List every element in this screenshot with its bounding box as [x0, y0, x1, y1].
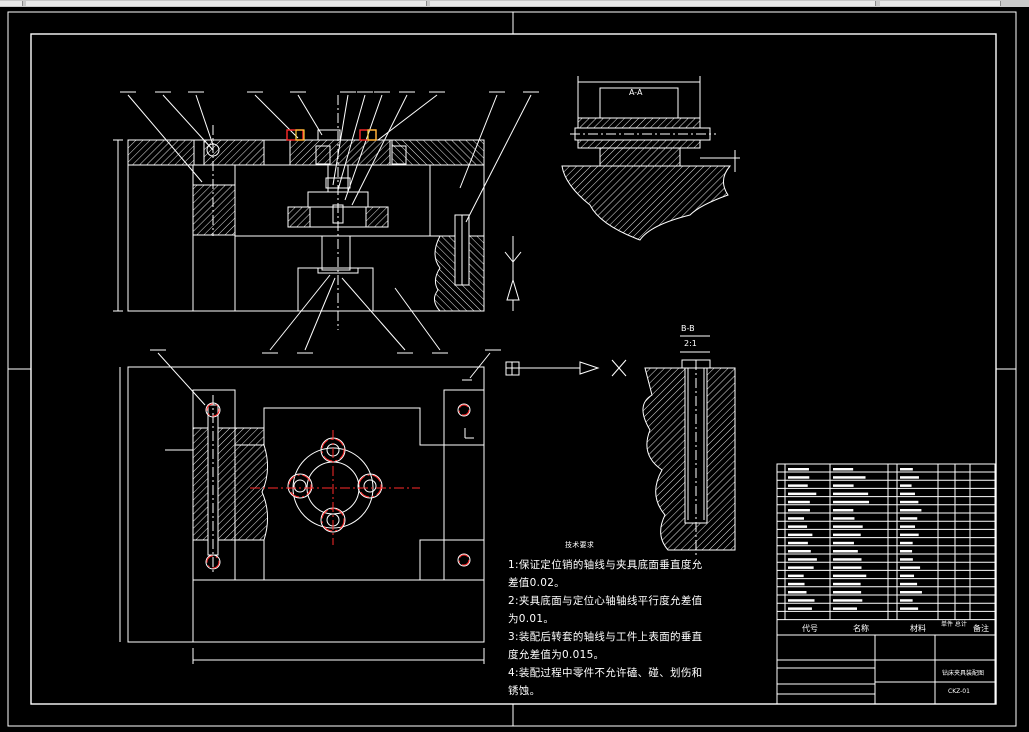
tech-req-line-8: 锈蚀。	[508, 683, 540, 698]
bom-cell-scribble	[833, 607, 857, 610]
bom-cell-scribble	[833, 525, 863, 528]
bom-cell-scribble	[788, 575, 804, 578]
drawing-number: CKZ-01	[948, 688, 970, 695]
bom-cell-scribble	[900, 493, 915, 496]
bom-cell-scribble	[788, 558, 817, 561]
bom-cell-scribble	[833, 501, 869, 504]
bom-cell-scribble	[833, 599, 862, 602]
bom-cell-scribble	[900, 542, 913, 545]
section-b-b	[643, 336, 735, 555]
bom-cell-scribble	[833, 476, 866, 479]
bom-cell-scribble	[900, 509, 921, 512]
bom-cell-scribble	[788, 534, 812, 537]
tech-req-line-1: 1:保证定位销的轴线与夹具底面垂直度允	[508, 557, 702, 572]
section-a-a-title: A-A	[629, 88, 642, 97]
bom-cell-scribble	[900, 566, 920, 569]
bom-cell-scribble	[788, 501, 810, 504]
bom-cell-scribble	[788, 542, 808, 545]
bom-cell-scribble	[833, 566, 861, 569]
section-b-b-title: B-B	[681, 324, 695, 333]
bom-cell-scribble	[788, 591, 806, 594]
front-view-accent-marks-2	[296, 130, 376, 140]
header-weight: 单件 总计	[941, 621, 969, 628]
bom-cell-scribble	[833, 550, 858, 553]
bom-cell-scribble	[900, 607, 918, 610]
bom-cell-scribble	[833, 575, 866, 578]
tech-req-line-7: 4:装配过程中零件不允许磕、碰、划伤和	[508, 665, 702, 680]
bom-cell-scribble	[788, 583, 805, 586]
bom-cell-scribble	[788, 509, 810, 512]
bom-cell-scribble	[833, 484, 854, 487]
bom-cell-scribble	[833, 558, 862, 561]
bom-cell-scribble	[788, 493, 816, 496]
bom-cell-scribble	[900, 476, 919, 479]
bom-cell-scribble	[833, 493, 868, 496]
front-view-accent-marks	[287, 130, 376, 140]
bom-cell-scribble	[900, 599, 913, 602]
tech-requirements-title: 技术要求	[565, 540, 594, 550]
bom-cell-scribble	[788, 566, 814, 569]
header-remarks: 备注	[973, 623, 989, 634]
bom-cell-scribble	[900, 501, 918, 504]
bom-cell-scribble	[788, 484, 808, 487]
bom-cell-scribble	[833, 591, 861, 594]
bom-cell-scribble	[900, 525, 915, 528]
tech-req-line-6: 度允差值为0.015。	[508, 647, 604, 662]
bom-cell-scribble	[833, 509, 853, 512]
part-number-marks	[788, 468, 922, 610]
drawing-name: 钻床夹具装配图	[942, 668, 984, 677]
header-code: 代号	[802, 623, 818, 634]
bom-cell-scribble	[900, 575, 914, 578]
bom-cell-scribble	[900, 517, 917, 520]
tech-req-line-3: 2:夹具底面与定位心轴轴线平行度允差值	[508, 593, 702, 608]
bom-cell-scribble	[900, 591, 922, 594]
bom-cell-scribble	[788, 607, 812, 610]
bom-cell-scribble	[833, 517, 854, 520]
section-b-b-scale: 2:1	[684, 339, 697, 348]
bom-cell-scribble	[900, 583, 917, 586]
section-a-a	[562, 76, 740, 240]
front-view	[113, 92, 539, 353]
tech-req-line-2: 差值0.02。	[508, 575, 565, 590]
tech-req-line-5: 3:装配后转套的轴线与工件上表面的垂直	[508, 629, 702, 644]
bom-cell-scribble	[788, 468, 809, 471]
bom-cell-scribble	[900, 558, 913, 561]
bom-cell-scribble	[788, 550, 811, 553]
tech-req-line-4: 为0.01。	[508, 611, 554, 626]
bom-cell-scribble	[900, 550, 912, 553]
header-material: 材料	[910, 623, 926, 634]
bom-cell-scribble	[900, 484, 912, 487]
bom-cell-scribble	[833, 468, 853, 471]
bom-cell-scribble	[833, 542, 854, 545]
bom-cell-scribble	[788, 517, 804, 520]
bom-cell-scribble	[788, 599, 815, 602]
header-name: 名称	[853, 623, 869, 634]
bom-cell-scribble	[788, 476, 809, 479]
bom-cell-scribble	[833, 583, 861, 586]
bom-cell-scribble	[833, 534, 861, 537]
bom-cell-scribble	[788, 525, 807, 528]
bom-cell-scribble	[900, 468, 913, 471]
bom-cell-scribble	[900, 534, 919, 537]
